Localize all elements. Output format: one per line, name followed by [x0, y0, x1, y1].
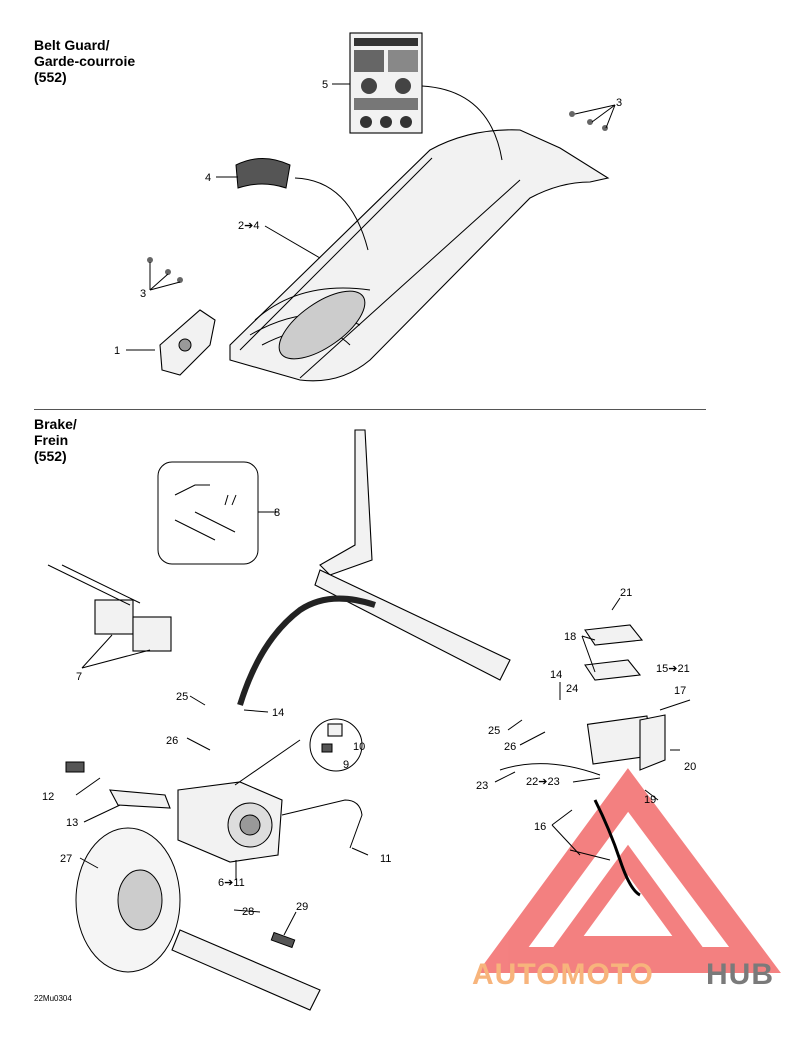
- callout-5: 5: [322, 79, 328, 91]
- parking-cable: [499, 763, 601, 776]
- watermark-triangle-outer: [477, 768, 781, 973]
- callout-14-right: 14: [550, 669, 562, 681]
- nuts-group-left: [147, 257, 183, 283]
- section-divider: [34, 409, 706, 410]
- callout-14-left: 14: [272, 707, 284, 719]
- callout-28: 28: [242, 906, 254, 918]
- caliper-bracket: [109, 789, 171, 809]
- callout-20: 20: [684, 761, 696, 773]
- callout-13: 13: [66, 817, 78, 829]
- emblem-badge: [235, 158, 291, 189]
- callout-17: 17: [674, 685, 686, 697]
- watermark-text-part2: HUB: [706, 958, 774, 991]
- callout-3-right: 3: [616, 97, 622, 109]
- handlebar-section: [319, 429, 373, 576]
- pins-detail-box: [157, 461, 259, 565]
- callout-25-right: 25: [488, 725, 500, 737]
- warning-decal: [349, 32, 423, 134]
- callout-8: 8: [274, 507, 280, 519]
- watermark-logo: [477, 768, 781, 973]
- master-cylinder: [584, 624, 666, 771]
- callout-26-right: 26: [504, 741, 516, 753]
- brake-caliper: [177, 781, 283, 863]
- brake-lever: [593, 799, 641, 897]
- brake-title: Brake/ Frein (552): [34, 416, 77, 464]
- belt-guard-cover: [229, 129, 610, 382]
- callout-16: 16: [534, 821, 546, 833]
- callout-29: 29: [296, 901, 308, 913]
- callout-26-left: 26: [166, 735, 178, 747]
- brake-pads: [47, 564, 172, 652]
- callout-3-left: 3: [140, 288, 146, 300]
- callout-1: 1: [114, 345, 120, 357]
- drawing-code: 22Mu0304: [34, 994, 72, 1003]
- callout-18: 18: [564, 631, 576, 643]
- callout-23: 23: [476, 780, 488, 792]
- callout-9: 9: [343, 759, 349, 771]
- callout-7: 7: [76, 671, 82, 683]
- watermark-text: AUTOMOTO HUB: [472, 958, 774, 991]
- bleeder-detail-circle: [309, 718, 363, 772]
- belt-guard-title: Belt Guard/ Garde-courroie (552): [34, 37, 136, 85]
- callout-12: 12: [42, 791, 54, 803]
- shaft: [171, 929, 321, 1011]
- watermark-text-part1: AUTOMOTO: [472, 958, 654, 991]
- callout-15-21: 15➔21: [656, 663, 690, 675]
- brake-hose: [237, 595, 376, 706]
- key: [270, 931, 296, 949]
- callout-24: 24: [566, 683, 578, 695]
- callout-27: 27: [60, 853, 72, 865]
- callout-4: 4: [205, 172, 211, 184]
- caliper-bolt: [65, 761, 85, 773]
- callout-22-23: 22➔23: [526, 776, 560, 788]
- callout-11: 11: [380, 853, 391, 865]
- callout-2-4: 2➔4: [238, 220, 259, 232]
- callout-21: 21: [620, 587, 632, 599]
- callout-19: 19: [644, 794, 656, 806]
- callout-6-11: 6➔11: [218, 877, 245, 889]
- brake-line: [281, 799, 363, 849]
- callout-25-left: 25: [176, 691, 188, 703]
- callout-10: 10: [353, 741, 365, 753]
- watermark-triangle-inner: [548, 844, 708, 954]
